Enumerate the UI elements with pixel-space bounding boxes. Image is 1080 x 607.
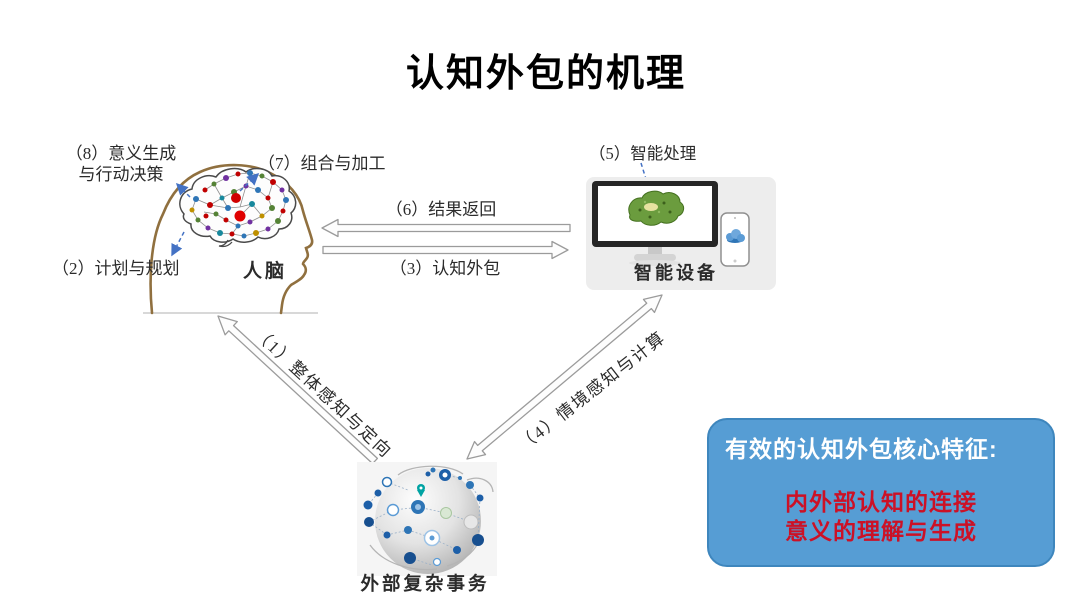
feature-box: 有效的认知外包核心特征: 内外部认知的连接 意义的理解与生成 <box>707 418 1055 567</box>
flow-arrow-1-diagonal <box>217 315 379 465</box>
flow-arrow-4-diagonal <box>466 294 663 460</box>
feature-box-line1: 内外部认知的连接 <box>785 489 977 515</box>
brain-network-icon <box>179 167 297 248</box>
annotation-2-label: （2）计划与规划 <box>52 259 180 278</box>
feature-box-heading: 有效的认知外包核心特征: <box>725 436 998 462</box>
feature-box-line2: 意义的理解与生成 <box>785 518 977 544</box>
annotation-8-line1: （8）意义生成 <box>65 144 177 163</box>
flow-arrow-6-left <box>321 218 571 238</box>
flow-arrows <box>217 218 663 465</box>
flow-3-label: （3）认知外包 <box>389 259 501 278</box>
human-brain-label: 人脑 <box>242 261 288 282</box>
location-pin-icon <box>417 484 425 497</box>
arrow-to-annotation-2 <box>171 231 185 257</box>
monitor-icon <box>592 181 718 266</box>
smart-devices-label: 智能设备 <box>634 263 718 283</box>
arrow-to-annotation-8 <box>175 182 191 198</box>
annotation-7-label: （7）组合与加工 <box>258 154 386 173</box>
annotation-8-label: （8）意义生成 与行动决策 <box>66 143 177 185</box>
flow-arrow-3-right <box>322 240 569 260</box>
page-title: 认知外包的机理 <box>405 53 687 95</box>
annotation-5-label: （5）智能处理 <box>589 144 697 163</box>
globe-network-icon <box>357 462 497 576</box>
brain-scan-icon <box>628 190 685 226</box>
annotation-8-line2: 与行动决策 <box>78 165 164 184</box>
smartphone-icon <box>720 212 750 267</box>
flow-6-label: （6）结果返回 <box>385 200 497 219</box>
smart-devices-panel <box>586 177 776 290</box>
external-world-label: 外部复杂事务 <box>360 575 490 595</box>
cloud-brain-icon <box>726 229 745 243</box>
